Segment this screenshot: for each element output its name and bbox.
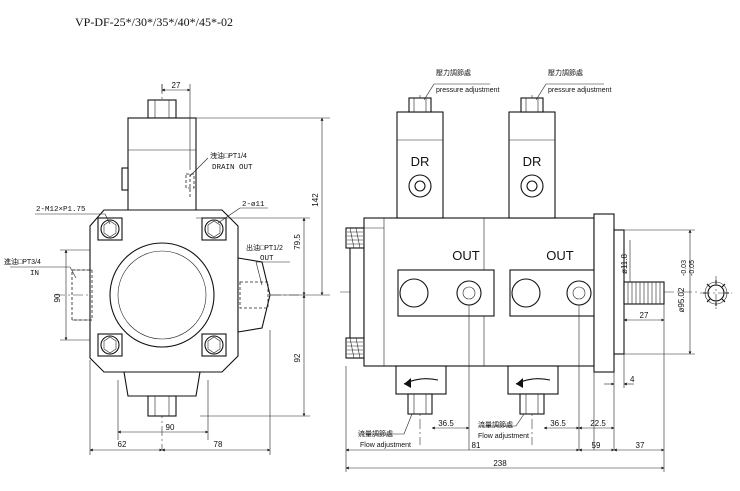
dim-pilot-dia: ø95.02	[677, 287, 686, 312]
knurl-top	[345, 227, 365, 249]
out-label-en: OUT	[260, 255, 274, 263]
spline-end-view	[700, 276, 732, 310]
front-outlet-boss	[237, 257, 271, 333]
dr-label-1: DR	[411, 154, 430, 169]
out-label-1: OUT	[452, 248, 480, 263]
out-label-cn: 出油□PT1/2	[246, 243, 283, 252]
side-compensator-1	[396, 111, 444, 219]
front-bolt-tl	[97, 217, 123, 241]
side-top-nut-1	[408, 97, 432, 113]
dim-4: 4	[630, 375, 635, 384]
drain-label-en: DRAIN OUT	[212, 164, 253, 172]
dim-left-90: 90	[53, 293, 62, 302]
drain-label-cn: 洩油□PT1/4	[210, 151, 247, 160]
dim-92: 92	[293, 353, 302, 362]
flow-nut-1	[407, 393, 433, 415]
side-top-nut-2	[520, 97, 544, 113]
side-compensator-2	[508, 111, 556, 219]
front-side-plug	[121, 167, 129, 191]
dim-36-5-b: 36.5	[550, 419, 566, 428]
front-bolt-br	[201, 333, 227, 357]
outlet-panel-2	[509, 269, 607, 317]
dim-59: 59	[592, 441, 601, 450]
dim-22-5: 22.5	[590, 419, 606, 428]
flow-cn-2: 流量調節處	[478, 420, 513, 429]
dim-81: 81	[472, 441, 481, 450]
front-top-nut	[147, 99, 177, 119]
dim-78: 78	[214, 440, 223, 449]
front-compensator-housing	[127, 117, 197, 219]
flow-cn-1: 流量調節處	[358, 429, 393, 438]
dim-bottom-90: 90	[166, 423, 175, 432]
outlet-port-hidden	[239, 281, 269, 309]
front-bottom-nut	[147, 395, 177, 417]
out-label-2: OUT	[546, 248, 574, 263]
knurl-bottom	[345, 337, 365, 359]
front-bolt-bl	[97, 333, 123, 357]
dim-pilot-tol: -0.03	[681, 260, 688, 276]
dim-pilot-tol2: -0.05	[689, 260, 696, 276]
dr-label-2: DR	[523, 154, 542, 169]
in-label-cn: 進油□PT3/4	[4, 257, 41, 266]
front-bottom-housing	[123, 371, 201, 397]
outlet-panel-1	[397, 269, 495, 317]
dim-shaft-27: 27	[640, 311, 649, 320]
pressure-en-2: pressure adjustment	[548, 87, 611, 94]
side-pilot	[613, 229, 625, 355]
dim-142: 142	[311, 193, 320, 207]
pressure-cn-1: 壓力調節處	[436, 68, 471, 77]
flow-nut-2	[519, 393, 545, 415]
dr-port-2	[520, 174, 544, 198]
pressure-en-1: pressure adjustment	[436, 87, 499, 94]
side-bottom-housing-2	[507, 365, 559, 395]
flow-en-1: Flow adjustment	[360, 442, 411, 449]
flow-en-2: Flow adjustment	[478, 433, 529, 440]
dr-port-1	[408, 174, 432, 198]
dim-62: 62	[118, 440, 127, 449]
side-bottom-housing-1	[395, 365, 447, 395]
dim-79-5: 79.5	[293, 234, 302, 250]
side-view: DR DR OUT OUT	[340, 68, 732, 472]
front-view: 27 洩油□PT1/4 DRAIN OUT 2-ø11 2-M12×P1.75 …	[4, 81, 330, 455]
drain-port-hidden	[185, 173, 195, 189]
pressure-cn-2: 壓力調節處	[548, 68, 583, 77]
hole-label: 2-ø11	[242, 201, 265, 209]
side-mounting-flange	[593, 213, 615, 373]
thread-label: 2-M12×P1.75	[36, 206, 86, 214]
dim-top-27: 27	[172, 81, 181, 90]
dim-238: 238	[493, 459, 507, 468]
in-label-en: IN	[30, 270, 39, 278]
drawing-title: VP-DF-25*/30*/35*/40*/45*-02	[75, 15, 233, 29]
dim-shaft-dia: ø11.8	[620, 254, 629, 274]
dim-36-5-a: 36.5	[438, 419, 454, 428]
front-main-bore	[109, 242, 215, 348]
dim-37: 37	[636, 441, 645, 450]
front-bolt-tr	[201, 217, 227, 241]
